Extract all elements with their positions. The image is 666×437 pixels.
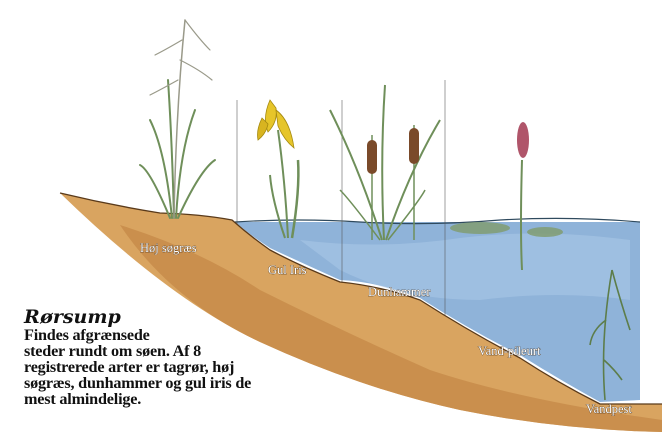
caption-line: Findes afgrænsede bbox=[24, 327, 354, 343]
gul-iris-plant bbox=[258, 100, 299, 238]
caption-line: mest almindelige. bbox=[24, 391, 354, 407]
label-hoj-sograes: Høj søgræs bbox=[140, 241, 197, 255]
label-gul-iris: Gul Iris bbox=[268, 263, 307, 277]
caption-line: steder rundt om søen. Af 8 bbox=[24, 343, 354, 359]
dunhammer-plant bbox=[330, 85, 440, 240]
hoj-sograes-plant bbox=[140, 20, 215, 218]
label-vandpest: Vandpest bbox=[586, 402, 632, 416]
caption-line: søgræs, dunhammer og gul iris de bbox=[24, 375, 354, 391]
label-vand-pileurt: Vand-pileurt bbox=[478, 344, 541, 358]
caption-body: Findes afgrænsede steder rundt om søen. … bbox=[24, 327, 354, 407]
caption-block: Rørsump Findes afgrænsede steder rundt o… bbox=[24, 308, 354, 407]
caption-line: registrerede arter er tagrør, høj bbox=[24, 359, 354, 375]
caption-title: Rørsump bbox=[24, 308, 354, 327]
label-dunhammer: Dunhammer bbox=[368, 285, 431, 299]
